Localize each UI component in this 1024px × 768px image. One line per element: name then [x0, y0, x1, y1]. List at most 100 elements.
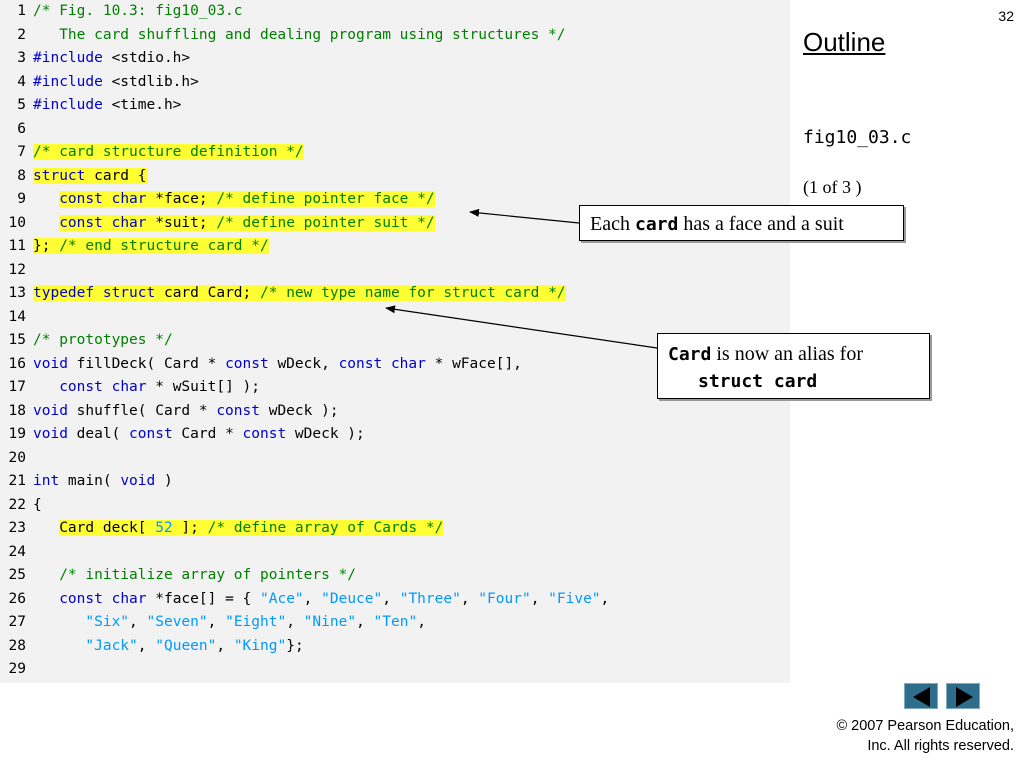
code-token-keyword: char [390, 355, 426, 372]
line-number: 25 [8, 567, 26, 583]
code-token-keyword: void [33, 426, 68, 442]
code-token-keyword: const [225, 355, 269, 372]
code-token-plain: * wFace[], [425, 355, 522, 372]
callout-card-fields: Each card has a face and a suit [579, 205, 904, 241]
code-token-keyword: const [59, 379, 103, 395]
code-token-plain: }; [33, 238, 60, 254]
line-code: /* prototypes */ [33, 329, 173, 353]
code-token-string: "Deuce" [321, 590, 383, 607]
code-token-plain [102, 214, 112, 231]
line-code: typedef struct card Card; /* new type na… [33, 282, 566, 306]
line-code: "Six", "Seven", "Eight", "Nine", "Ten", [33, 611, 426, 635]
copyright-notice: © 2007 Pearson Education, Inc. All right… [836, 716, 1014, 756]
code-token-plain: , [129, 614, 147, 630]
code-token-comment: /* define array of Cards */ [207, 520, 444, 536]
code-token-keyword: void [33, 402, 68, 419]
outline-title[interactable]: Outline [803, 27, 886, 57]
code-line: 24 [0, 541, 790, 565]
code-token-comment: /* Fig. 10.3: fig10_03.c [33, 3, 243, 19]
code-token-plain: }; [286, 637, 304, 654]
code-token-plain: , [286, 614, 304, 630]
line-code: struct card { [33, 165, 147, 189]
code-token-plain [33, 638, 85, 654]
line-number: 29 [8, 661, 26, 677]
line-code: /* initialize array of pointers */ [33, 564, 356, 588]
code-token-comment: /* define pointer suit */ [216, 214, 435, 231]
code-token-keyword: #include [33, 97, 103, 113]
code-token-keyword: char [111, 191, 147, 207]
line-code: Card deck[ 52 ]; /* define array of Card… [33, 517, 444, 541]
code-token-plain [33, 520, 59, 536]
line-number: 17 [8, 379, 26, 395]
code-token-string: "Five" [548, 590, 601, 607]
code-token-plain [33, 191, 59, 207]
code-token-plain: wDeck ); [286, 426, 365, 442]
line-code: The card shuffling and dealing program u… [33, 24, 565, 48]
code-line: 23 Card deck[ 52 ]; /* define array of C… [0, 517, 790, 541]
code-line: 25 /* initialize array of pointers */ [0, 564, 790, 588]
file-name-label: fig10_03.c [803, 127, 912, 148]
previous-slide-button[interactable] [904, 683, 938, 709]
code-token-plain: <stdio.h> [102, 50, 191, 66]
code-line: 17 const char * wSuit[] ); [0, 376, 790, 400]
code-token-plain [33, 379, 59, 395]
line-code: #include <stdio.h> [33, 47, 190, 71]
code-token-plain: ) [155, 473, 173, 489]
code-line: 4#include <stdlib.h> [0, 71, 790, 95]
code-token-string: "Nine" [303, 614, 357, 630]
code-token-comment: /* initialize array of pointers */ [59, 567, 357, 583]
code-token-plain [33, 567, 59, 583]
code-token-comment: /* new type name for struct card */ [260, 285, 566, 301]
code-token-comment: /* define pointer face */ [216, 191, 435, 207]
code-token-plain: , [382, 590, 400, 607]
code-line: 27 "Six", "Seven", "Eight", "Nine", "Ten… [0, 611, 790, 635]
code-token-plain: Card deck[ [59, 520, 156, 536]
code-token-plain: *face; [146, 191, 217, 207]
line-number: 3 [17, 50, 26, 66]
code-line: 10 const char *suit; /* define pointer s… [0, 212, 790, 236]
code-line: 11}; /* end structure card */ [0, 235, 790, 259]
code-token-plain [382, 356, 391, 372]
code-line: 15/* prototypes */ [0, 329, 790, 353]
code-line: 20 [0, 447, 790, 471]
code-line: 7/* card structure definition */ [0, 141, 790, 165]
line-code: void deal( const Card * const wDeck ); [33, 423, 365, 447]
line-number: 5 [17, 97, 26, 113]
code-token-plain: deal( [67, 426, 130, 442]
code-line: 14 [0, 306, 790, 330]
code-line: 6 [0, 118, 790, 142]
line-number: 26 [8, 590, 26, 607]
line-code: #include <stdlib.h> [33, 71, 199, 95]
code-token-string: "King" [233, 637, 287, 654]
code-line: 12 [0, 259, 790, 283]
code-token-string: "Ten" [373, 614, 418, 630]
code-token-keyword: #include [33, 50, 103, 66]
code-token-plain: , [600, 590, 610, 607]
code-token-plain: , [303, 590, 322, 607]
code-token-plain: fillDeck( Card * [67, 355, 226, 372]
code-token-comment: /* end structure card */ [59, 238, 269, 254]
callout-arrow-typedef [385, 305, 658, 349]
code-token-plain: , [460, 590, 479, 607]
code-token-keyword: void [33, 355, 68, 372]
line-number: 9 [17, 191, 26, 207]
code-token-plain: card Card; [155, 285, 260, 301]
code-token-comment: /* prototypes */ [33, 332, 173, 348]
line-code: void fillDeck( Card * const wDeck, const… [33, 353, 522, 377]
code-token-keyword: const [216, 402, 260, 419]
code-token-plain [33, 591, 59, 607]
code-token-keyword: int [33, 473, 60, 489]
code-token-keyword: const [338, 355, 383, 372]
code-token-keyword: const [59, 214, 103, 231]
next-slide-button[interactable] [946, 683, 980, 709]
code-token-keyword: typedef [33, 285, 95, 301]
code-token-plain: wDeck, [268, 355, 339, 372]
code-token-string: "Seven" [146, 614, 208, 630]
code-token-plain: <time.h> [102, 97, 182, 113]
line-number: 23 [8, 520, 26, 536]
code-token-keyword: const [59, 191, 103, 207]
